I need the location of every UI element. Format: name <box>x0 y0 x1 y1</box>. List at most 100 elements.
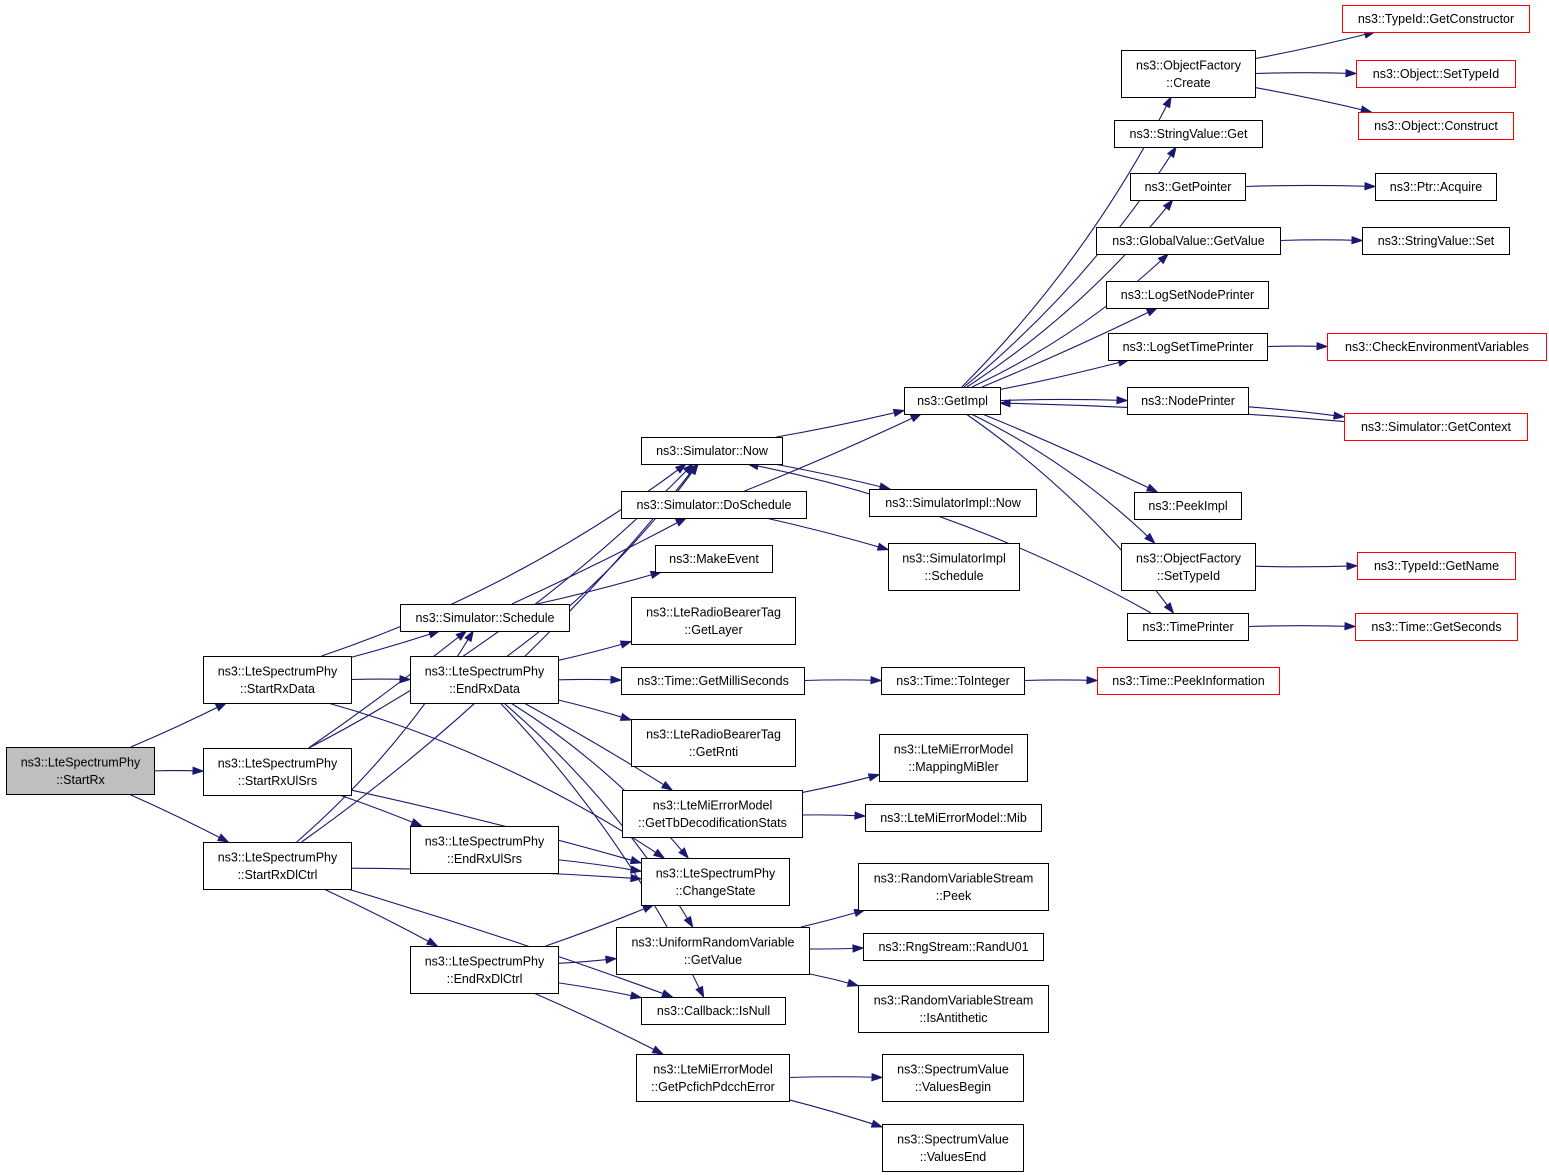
node-to-integer[interactable]: ns3::Time::ToInteger <box>881 667 1025 695</box>
node-start-rx-dl-ctrl[interactable]: ns3::LteSpectrumPhy::StartRxDlCtrl <box>203 842 352 890</box>
node-label: ::StartRx <box>56 773 105 787</box>
node-get-constructor[interactable]: ns3::TypeId::GetConstructor <box>1342 5 1530 33</box>
node-str-val-set[interactable]: ns3::StringValue::Set <box>1362 227 1510 255</box>
node-label: ::GetRnti <box>689 745 738 759</box>
node-label: ::StartRxDlCtrl <box>238 868 318 882</box>
node-sim-impl-now[interactable]: ns3::SimulatorImpl::Now <box>869 489 1037 517</box>
node-box <box>879 734 1028 782</box>
arrowhead-change-state <box>678 847 690 860</box>
edge-end-rx-dl-ctrl-to-is-null <box>557 982 642 999</box>
node-sim-now[interactable]: ns3::Simulator::Now <box>641 437 783 465</box>
node-get-pcfich[interactable]: ns3::LteMiErrorModel::GetPcfichPdcchErro… <box>636 1054 790 1102</box>
node-is-null[interactable]: ns3::Callback::IsNull <box>641 997 786 1025</box>
node-label: ns3::LogSetTimePrinter <box>1123 340 1254 354</box>
edge-end-rx-data-to-get-rnti <box>557 699 632 721</box>
node-box <box>1362 227 1510 255</box>
node-mib[interactable]: ns3::LteMiErrorModel::Mib <box>865 804 1042 832</box>
node-check-env[interactable]: ns3::CheckEnvironmentVariables <box>1327 333 1547 361</box>
arrowhead-is-null <box>661 989 674 998</box>
node-label: ::Schedule <box>924 569 983 583</box>
node-label: ns3::Time::ToInteger <box>896 674 1009 688</box>
node-do-schedule[interactable]: ns3::Simulator::DoSchedule <box>621 491 807 519</box>
arrowhead-ptr-acquire <box>1364 181 1377 191</box>
node-box <box>1127 613 1249 641</box>
node-label: ns3::GlobalValue::GetValue <box>1112 234 1264 248</box>
node-obj-construct[interactable]: ns3::Object::Construct <box>1358 112 1514 140</box>
node-values-end[interactable]: ns3::SpectrumValue::ValuesEnd <box>882 1124 1024 1172</box>
node-box <box>869 489 1037 517</box>
node-start-rx[interactable]: ns3::LteSpectrumPhy::StartRx <box>6 747 155 795</box>
node-box <box>410 826 559 874</box>
edge-end-rx-data-to-get-layer <box>557 641 632 661</box>
arrowhead-time-printer <box>1163 602 1175 615</box>
node-get-layer[interactable]: ns3::LteRadioBearerTag::GetLayer <box>631 597 796 645</box>
node-label: ns3::CheckEnvironmentVariables <box>1345 340 1529 354</box>
node-label: ::GetValue <box>684 953 742 967</box>
node-rvspeek[interactable]: ns3::RandomVariableStream::Peek <box>858 863 1049 911</box>
node-get-seconds[interactable]: ns3::Time::GetSeconds <box>1355 613 1518 641</box>
node-is-antithetic[interactable]: ns3::RandomVariableStream::IsAntithetic <box>858 985 1049 1033</box>
node-urvget-value[interactable]: ns3::UniformRandomVariable::GetValue <box>616 927 810 975</box>
node-peek-information[interactable]: ns3::Time::PeekInformation <box>1097 667 1280 695</box>
edge-sim-now-to-get-impl <box>776 409 905 438</box>
node-time-printer[interactable]: ns3::TimePrinter <box>1127 613 1249 641</box>
node-label: ns3::Time::PeekInformation <box>1112 674 1264 688</box>
arrowhead-urvget-value <box>683 915 694 929</box>
node-gvget-value[interactable]: ns3::GlobalValue::GetValue <box>1096 227 1281 255</box>
node-log-set-node-printer[interactable]: ns3::LogSetNodePrinter <box>1106 281 1269 309</box>
node-box <box>1096 227 1281 255</box>
arrowhead-get-rnti <box>619 712 633 721</box>
node-start-rx-ul-srs[interactable]: ns3::LteSpectrumPhy::StartRxUlSrs <box>203 748 352 796</box>
node-get-tb-decod[interactable]: ns3::LteMiErrorModel::GetTbDecodificatio… <box>622 790 803 838</box>
node-start-rx-data[interactable]: ns3::LteSpectrumPhy::StartRxData <box>203 656 352 704</box>
node-box <box>1106 281 1269 309</box>
node-label: ::GetTbDecodificationStats <box>638 816 787 830</box>
node-ofcreate[interactable]: ns3::ObjectFactory::Create <box>1121 50 1256 98</box>
node-mapping-mi-bler[interactable]: ns3::LteMiErrorModel::MappingMiBler <box>879 734 1028 782</box>
arrowhead-change-state <box>630 873 643 883</box>
node-sim-impl-schedule[interactable]: ns3::SimulatorImpl::Schedule <box>888 543 1020 591</box>
node-log-set-time-printer[interactable]: ns3::LogSetTimePrinter <box>1108 333 1268 361</box>
node-get-milli-seconds[interactable]: ns3::Time::GetMilliSeconds <box>621 667 805 695</box>
arrowhead-start-rx-dl-ctrl <box>217 833 230 843</box>
arrowhead-get-impl <box>909 413 923 423</box>
edge-do-schedule-to-sim-impl-schedule <box>765 517 889 551</box>
arrowhead-sim-impl-now <box>878 482 892 491</box>
node-change-state[interactable]: ns3::LteSpectrumPhy::ChangeState <box>641 858 790 906</box>
edge-get-impl-to-gvget-value <box>971 253 1169 388</box>
arrowhead-get-impl <box>998 399 1011 408</box>
node-box <box>641 997 786 1025</box>
node-type-id-get-name[interactable]: ns3::TypeId::GetName <box>1357 552 1516 580</box>
node-end-rx-ul-srs[interactable]: ns3::LteSpectrumPhy::EndRxUlSrs <box>410 826 559 874</box>
node-get-context[interactable]: ns3::Simulator::GetContext <box>1344 413 1528 441</box>
node-label: ns3::LteSpectrumPhy <box>425 834 545 848</box>
arrowhead-change-state <box>642 904 655 913</box>
node-label: ns3::PeekImpl <box>1148 499 1227 513</box>
node-rand-u01[interactable]: ns3::RngStream::RandU01 <box>863 933 1044 961</box>
node-ofset-type-id[interactable]: ns3::ObjectFactory::SetTypeId <box>1121 543 1256 591</box>
node-box <box>1357 552 1516 580</box>
node-end-rx-dl-ctrl[interactable]: ns3::LteSpectrumPhy::EndRxDlCtrl <box>410 946 559 994</box>
node-get-impl[interactable]: ns3::GetImpl <box>904 387 1001 415</box>
arrowhead-get-seconds <box>1344 621 1357 631</box>
arrowhead-schedule <box>464 629 474 643</box>
node-str-val-get[interactable]: ns3::StringValue::Get <box>1114 120 1263 148</box>
node-label: ns3::RandomVariableStream <box>874 871 1034 885</box>
node-obj-set-type-id[interactable]: ns3::Object::SetTypeId <box>1356 60 1516 88</box>
node-get-rnti[interactable]: ns3::LteRadioBearerTag::GetRnti <box>631 719 796 767</box>
node-node-printer[interactable]: ns3::NodePrinter <box>1127 387 1249 415</box>
edge-to-integer-to-peek-information <box>1023 679 1098 682</box>
node-ptr-acquire[interactable]: ns3::Ptr::Acquire <box>1375 173 1497 201</box>
node-label: ns3::TypeId::GetName <box>1374 559 1499 573</box>
node-get-pointer[interactable]: ns3::GetPointer <box>1130 173 1246 201</box>
node-peek-impl[interactable]: ns3::PeekImpl <box>1134 492 1242 520</box>
node-schedule[interactable]: ns3::Simulator::Schedule <box>400 604 570 632</box>
node-make-event[interactable]: ns3::MakeEvent <box>655 545 773 573</box>
node-end-rx-data[interactable]: ns3::LteSpectrumPhy::EndRxData <box>410 656 559 704</box>
node-values-begin[interactable]: ns3::SpectrumValue::ValuesBegin <box>882 1054 1024 1102</box>
node-box <box>1344 413 1528 441</box>
edge-sim-now-to-sim-impl-now <box>773 463 891 490</box>
node-box <box>641 437 783 465</box>
arrowhead-get-tb-decod <box>660 780 674 791</box>
node-label: ns3::Callback::IsNull <box>657 1004 770 1018</box>
